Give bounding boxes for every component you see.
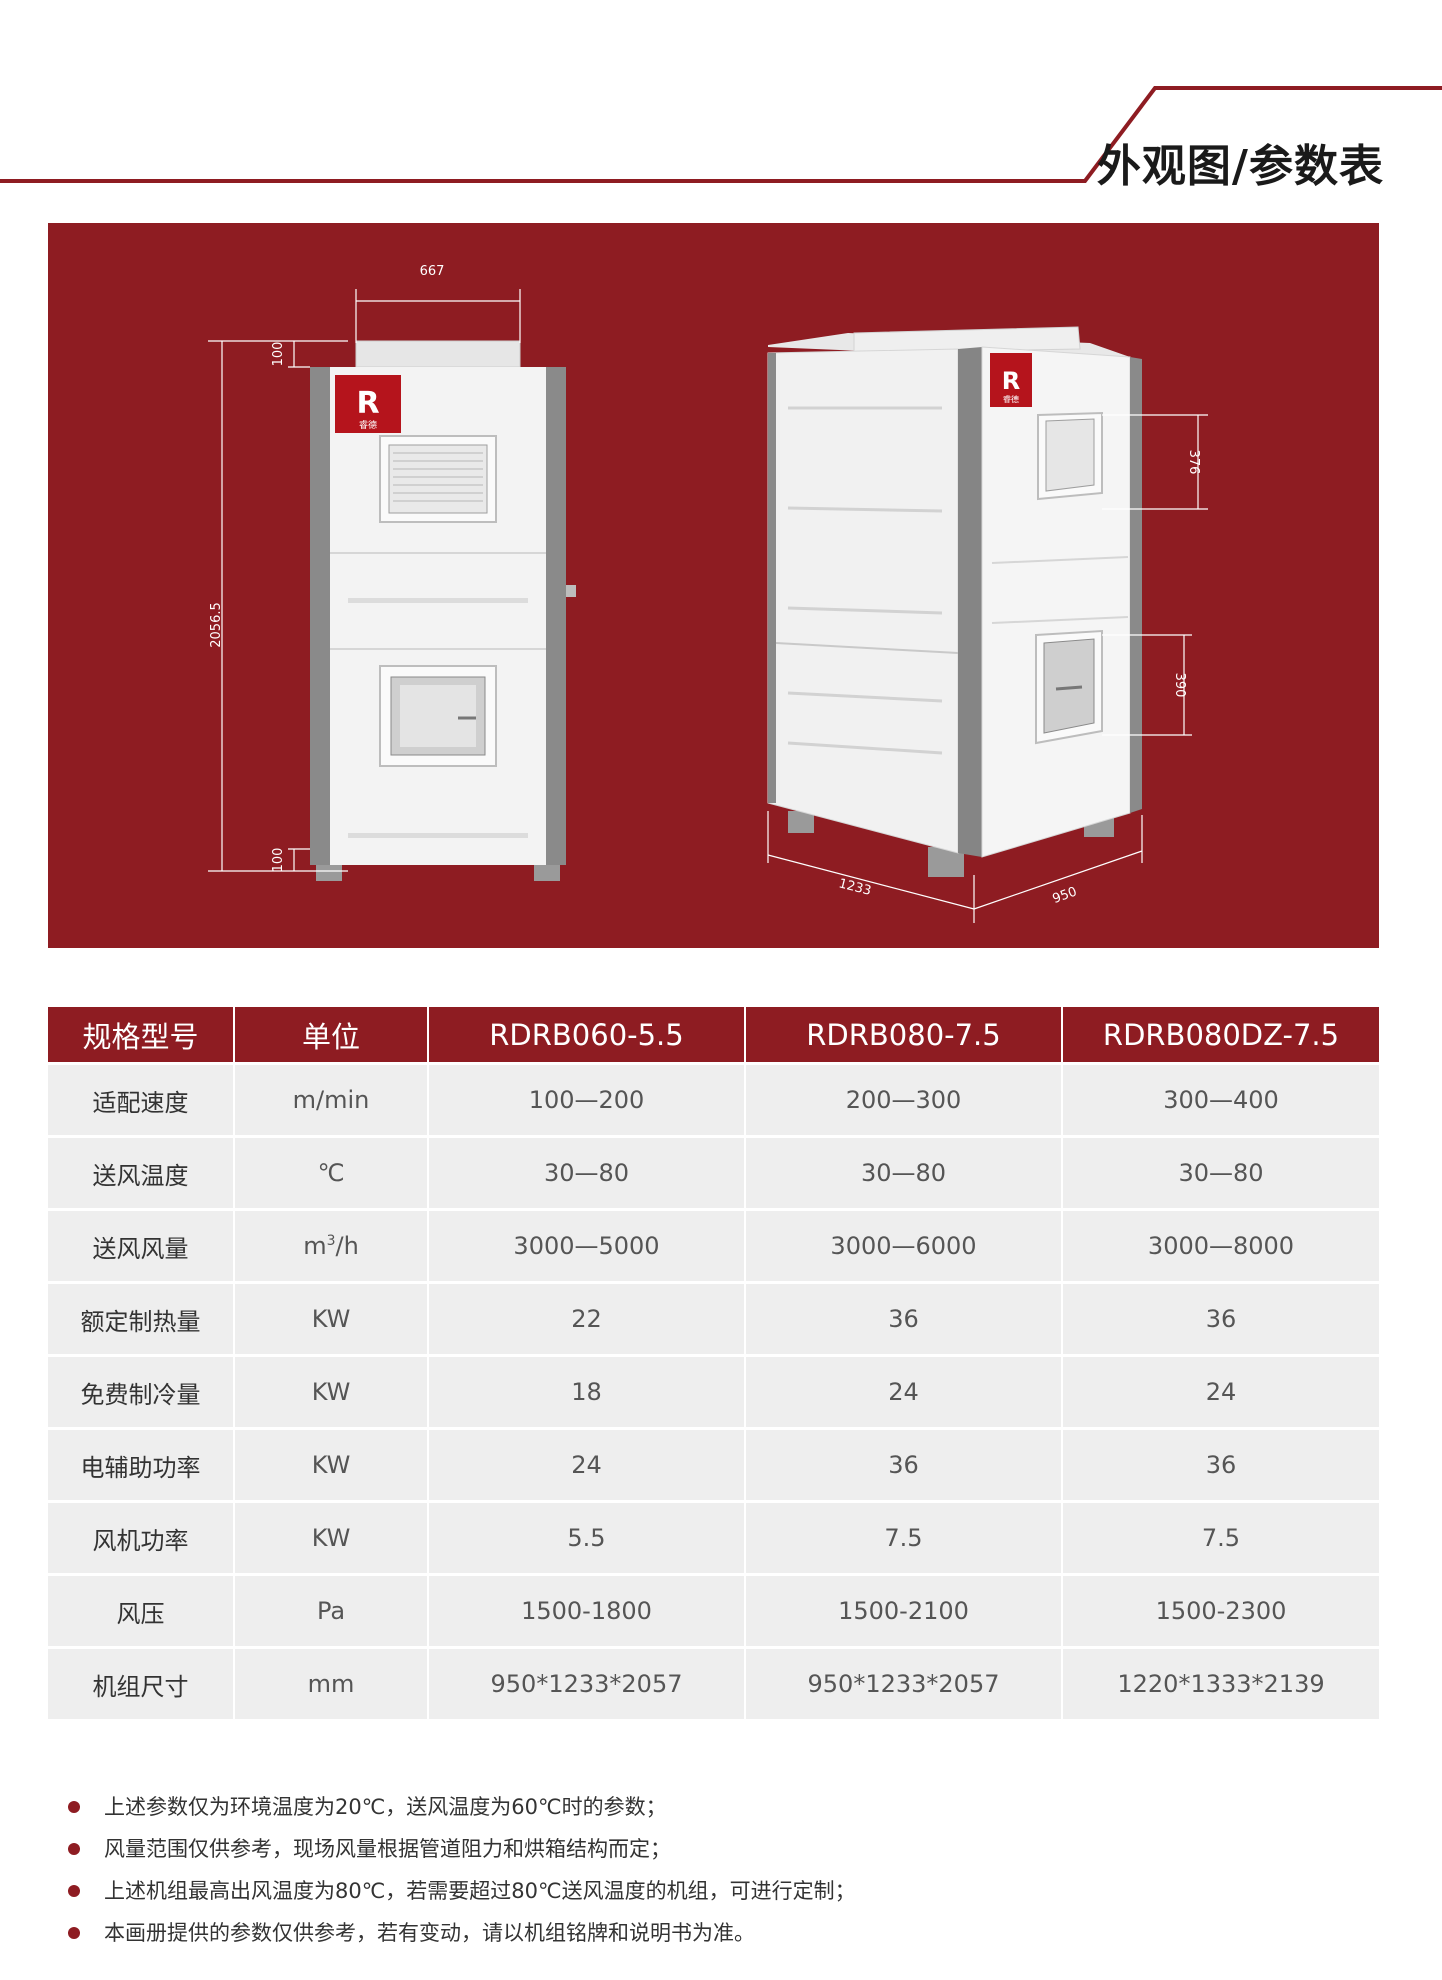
row-value: 36 [745, 1281, 1063, 1356]
row-value: 1500-2300 [1062, 1573, 1379, 1648]
row-label: 额定制热量 [48, 1281, 235, 1356]
row-value: 300—400 [1062, 1062, 1379, 1137]
table-row: 机组尺寸 mm 950*1233*2057 950*1233*2057 1220… [48, 1646, 1379, 1719]
svg-text:睿德: 睿德 [1003, 394, 1019, 404]
header-unit: 单位 [234, 1007, 429, 1064]
bullet-icon [68, 1927, 80, 1939]
row-value: 36 [1062, 1427, 1379, 1502]
header-model: 规格型号 [48, 1007, 235, 1064]
front-height-dim: 2056.5 [209, 602, 224, 648]
list-item: 本画册提供的参数仅供参考，若有变动，请以机组铭牌和说明书为准。 [68, 1912, 856, 1954]
note-text: 风量范围仅供参考，现场风量根据管道阻力和烘箱结构而定； [104, 1837, 671, 1861]
row-value: 3000—8000 [1062, 1208, 1379, 1283]
note-text: 本画册提供的参数仅供参考，若有变动，请以机组铭牌和说明书为准。 [104, 1921, 755, 1945]
row-value: 18 [428, 1354, 746, 1429]
header-model-2: RDRB080-7.5 [745, 1007, 1063, 1064]
unit-tail: /h [335, 1232, 359, 1260]
side-lower-opening-dim: 390 [1172, 673, 1187, 698]
header-model-3: RDRB080DZ-7.5 [1062, 1007, 1379, 1064]
spec-table: 规格型号 单位 RDRB060-5.5 RDRB080-7.5 RDRB080D… [48, 1007, 1379, 1719]
row-value: 200—300 [745, 1062, 1063, 1137]
side-brand-logo: R 睿德 [990, 353, 1032, 407]
bullet-icon [68, 1843, 80, 1855]
row-label: 送风风量 [48, 1208, 235, 1283]
list-item: 上述机组最高出风温度为80℃，若需要超过80℃送风温度的机组，可进行定制； [68, 1870, 856, 1912]
row-value: 30—80 [745, 1135, 1063, 1210]
table-row: 风压 Pa 1500-1800 1500-2100 1500-2300 [48, 1573, 1379, 1648]
row-value: 24 [428, 1427, 746, 1502]
row-label: 机组尺寸 [48, 1646, 235, 1719]
row-value: 36 [745, 1427, 1063, 1502]
front-view-unit: R 睿德 [208, 264, 576, 881]
table-row: 电辅助功率 KW 24 36 36 [48, 1427, 1379, 1502]
brand-logo: R 睿德 [335, 375, 401, 433]
table-row: 适配速度 m/min 100—200 200—300 300—400 [48, 1062, 1379, 1137]
bullet-icon [68, 1885, 80, 1897]
product-image-panel: R 睿德 [48, 223, 1379, 948]
list-item: 上述参数仅为环境温度为20℃，送风温度为60℃时的参数； [68, 1786, 856, 1828]
row-value: 7.5 [745, 1500, 1063, 1575]
row-label: 电辅助功率 [48, 1427, 235, 1502]
row-value: 5.5 [428, 1500, 746, 1575]
table-row: 送风风量 m3/h 3000—5000 3000—6000 3000—8000 [48, 1208, 1379, 1283]
notes-list: 上述参数仅为环境温度为20℃，送风温度为60℃时的参数； 风量范围仅供参考，现场… [68, 1786, 856, 1954]
svg-text:R: R [1002, 367, 1020, 395]
svg-text:睿德: 睿德 [359, 419, 377, 431]
row-unit: KW [234, 1281, 429, 1356]
front-top-dim: 100 [271, 342, 286, 367]
row-value: 30—80 [428, 1135, 746, 1210]
row-value: 1220*1333*2139 [1062, 1646, 1379, 1719]
svg-text:R: R [356, 386, 379, 421]
side-length-dim: 1233 [837, 876, 873, 899]
row-unit: m3/h [234, 1208, 429, 1283]
row-value: 30—80 [1062, 1135, 1379, 1210]
list-item: 风量范围仅供参考，现场风量根据管道阻力和烘箱结构而定； [68, 1828, 856, 1870]
side-view-unit: R 睿德 376 [767, 326, 1208, 923]
row-value: 24 [1062, 1354, 1379, 1429]
header-model-1: RDRB060-5.5 [428, 1007, 746, 1064]
row-value: 22 [428, 1281, 746, 1356]
row-unit: m/min [234, 1062, 429, 1137]
row-value: 3000—6000 [745, 1208, 1063, 1283]
row-value: 24 [745, 1354, 1063, 1429]
front-width-dim: 667 [420, 264, 445, 279]
row-value: 100—200 [428, 1062, 746, 1137]
unit-base: m [303, 1232, 327, 1260]
row-unit: KW [234, 1427, 429, 1502]
row-value: 950*1233*2057 [745, 1646, 1063, 1719]
row-label: 免费制冷量 [48, 1354, 235, 1429]
row-value: 7.5 [1062, 1500, 1379, 1575]
table-header-row: 规格型号 单位 RDRB060-5.5 RDRB080-7.5 RDRB080D… [48, 1007, 1379, 1064]
row-unit: ℃ [234, 1135, 429, 1210]
row-unit: mm [234, 1646, 429, 1719]
row-value: 3000—5000 [428, 1208, 746, 1283]
unit-sup: 3 [326, 1233, 336, 1249]
header-rule [0, 86, 1442, 183]
row-value: 36 [1062, 1281, 1379, 1356]
table-row: 送风温度 ℃ 30—80 30—80 30—80 [48, 1135, 1379, 1210]
note-text: 上述机组最高出风温度为80℃，若需要超过80℃送风温度的机组，可进行定制； [104, 1879, 856, 1903]
side-upper-opening-dim: 376 [1186, 450, 1201, 475]
row-label: 风机功率 [48, 1500, 235, 1575]
row-value: 950*1233*2057 [428, 1646, 746, 1719]
row-label: 风压 [48, 1573, 235, 1648]
table-row: 额定制热量 KW 22 36 36 [48, 1281, 1379, 1356]
table-row: 免费制冷量 KW 18 24 24 [48, 1354, 1379, 1429]
row-unit: KW [234, 1354, 429, 1429]
note-text: 上述参数仅为环境温度为20℃，送风温度为60℃时的参数； [104, 1795, 667, 1819]
row-value: 1500-1800 [428, 1573, 746, 1648]
row-label: 适配速度 [48, 1062, 235, 1137]
front-bottom-dim: 100 [271, 848, 286, 873]
page-title: 外观图/参数表 [1096, 141, 1384, 192]
table-row: 风机功率 KW 5.5 7.5 7.5 [48, 1500, 1379, 1575]
bullet-icon [68, 1801, 80, 1813]
row-label: 送风温度 [48, 1135, 235, 1210]
row-unit: Pa [234, 1573, 429, 1648]
side-depth-dim: 950 [1051, 884, 1079, 907]
row-unit: KW [234, 1500, 429, 1575]
row-value: 1500-2100 [745, 1573, 1063, 1648]
